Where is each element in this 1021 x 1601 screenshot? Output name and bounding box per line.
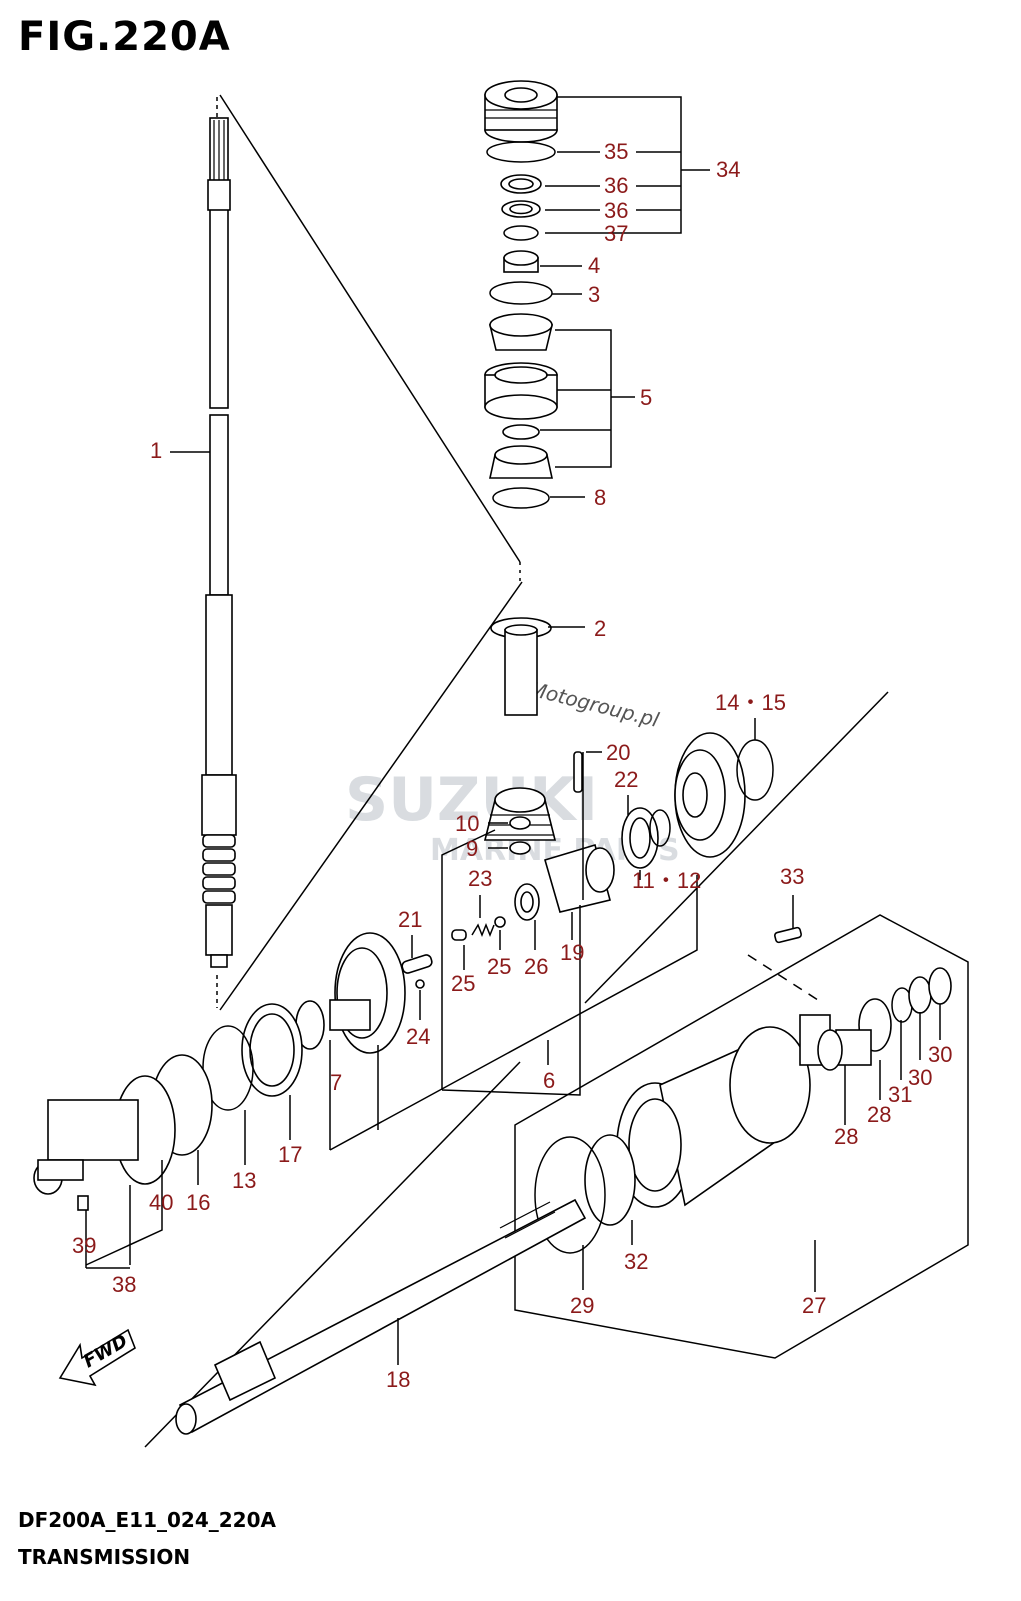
callout-29: 29 <box>570 1293 594 1318</box>
callout-22: 22 <box>614 767 638 792</box>
pin-25a <box>451 929 467 941</box>
bushing-28 <box>817 998 892 1071</box>
bearing-4 <box>503 250 539 273</box>
spring-23 <box>471 922 495 938</box>
callout-26: 26 <box>524 954 548 979</box>
shim-11-12 <box>649 809 671 847</box>
ball-25 <box>494 916 506 928</box>
callout-2: 2 <box>594 616 606 641</box>
callout-36b: 36 <box>604 198 628 223</box>
motogroup-watermark: Motogroup.pl <box>527 677 662 732</box>
callout-38: 38 <box>112 1272 136 1297</box>
seal-30a <box>908 976 932 1014</box>
callout-32: 32 <box>624 1249 648 1274</box>
callout-10: 10 <box>455 811 479 836</box>
callout-3: 3 <box>588 282 600 307</box>
callout-39: 39 <box>72 1233 96 1258</box>
callout-28a: 28 <box>867 1102 891 1127</box>
clutch-dog-19 <box>544 843 615 913</box>
callout-36a: 36 <box>604 173 628 198</box>
callout-40: 40 <box>149 1190 173 1215</box>
svg-text:SUZUKI: SUZUKI <box>345 765 598 835</box>
forward-gear <box>674 732 746 858</box>
callout-23: 23 <box>468 866 492 891</box>
leader-lines <box>85 96 941 1365</box>
snap-ring-35 <box>486 141 556 163</box>
callout-21: 21 <box>398 907 422 932</box>
callout-37: 37 <box>604 221 628 246</box>
bearing-32 <box>584 1134 636 1226</box>
figure-title: FIG.220A <box>18 14 231 60</box>
pin-39 <box>77 1195 89 1211</box>
callout-8: 8 <box>594 485 606 510</box>
callout-31: 31 <box>888 1082 912 1107</box>
callout-24: 24 <box>406 1024 430 1049</box>
callout-25b: 25 <box>487 954 511 979</box>
bearing-housing-34 <box>484 80 558 143</box>
clip-37 <box>503 225 539 241</box>
propeller-shaft-18 <box>175 1198 587 1435</box>
callout-30a: 30 <box>928 1042 952 1067</box>
seal-36b <box>501 200 541 218</box>
seal-36a <box>500 174 542 194</box>
callout-19: 19 <box>560 940 584 965</box>
callout-33: 33 <box>780 864 804 889</box>
assembly-guide-lines <box>144 94 889 1448</box>
shift-rod-21 <box>401 954 433 974</box>
callout-20: 20 <box>606 740 630 765</box>
callout-17: 17 <box>278 1142 302 1167</box>
needle-bearing-17 <box>241 1003 303 1097</box>
collar-26 <box>514 883 540 921</box>
bolt-33 <box>774 926 802 944</box>
fwd-arrow-icon: FWD <box>58 1328 136 1387</box>
callout-16: 16 <box>186 1190 210 1215</box>
callout-25a: 25 <box>451 971 475 996</box>
drive-shaft <box>201 117 237 968</box>
callout-18: 18 <box>386 1367 410 1392</box>
callout-4: 4 <box>588 253 600 278</box>
figure-name: TRANSMISSION <box>18 1545 191 1569</box>
pin-20 <box>573 751 583 793</box>
callout-11-12: 11・12 <box>632 868 701 893</box>
figure-code: DF200A_E11_024_220A <box>18 1508 276 1532</box>
callout-28b: 28 <box>834 1124 858 1149</box>
washer-9 <box>509 841 531 855</box>
o-ring-29 <box>534 1136 606 1254</box>
reverse-gear-7 <box>295 932 406 1054</box>
seal-30b <box>928 967 952 1005</box>
propeller-shaft-housing-27 <box>616 1014 831 1208</box>
housing-group-outline <box>514 914 969 1359</box>
callout-13: 13 <box>232 1168 256 1193</box>
callout-30b: 30 <box>908 1065 932 1090</box>
ring-8 <box>492 487 550 509</box>
bushing-22 <box>621 807 659 869</box>
housing-38 <box>33 1075 176 1195</box>
tapered-bearing-5 <box>484 313 558 479</box>
callout-9: 9 <box>466 836 478 861</box>
callout-34: 34 <box>716 157 740 182</box>
callout-27: 27 <box>802 1293 826 1318</box>
callout-1: 1 <box>150 438 162 463</box>
washer-10 <box>509 816 531 830</box>
callout-14-15: 14・15 <box>715 690 786 715</box>
callout-7: 7 <box>330 1070 342 1095</box>
shim-3 <box>489 281 553 305</box>
callout-35: 35 <box>604 139 628 164</box>
ball-24 <box>415 979 425 989</box>
callout-6: 6 <box>543 1068 555 1093</box>
callout-5: 5 <box>640 385 652 410</box>
sleeve-2 <box>490 617 552 716</box>
